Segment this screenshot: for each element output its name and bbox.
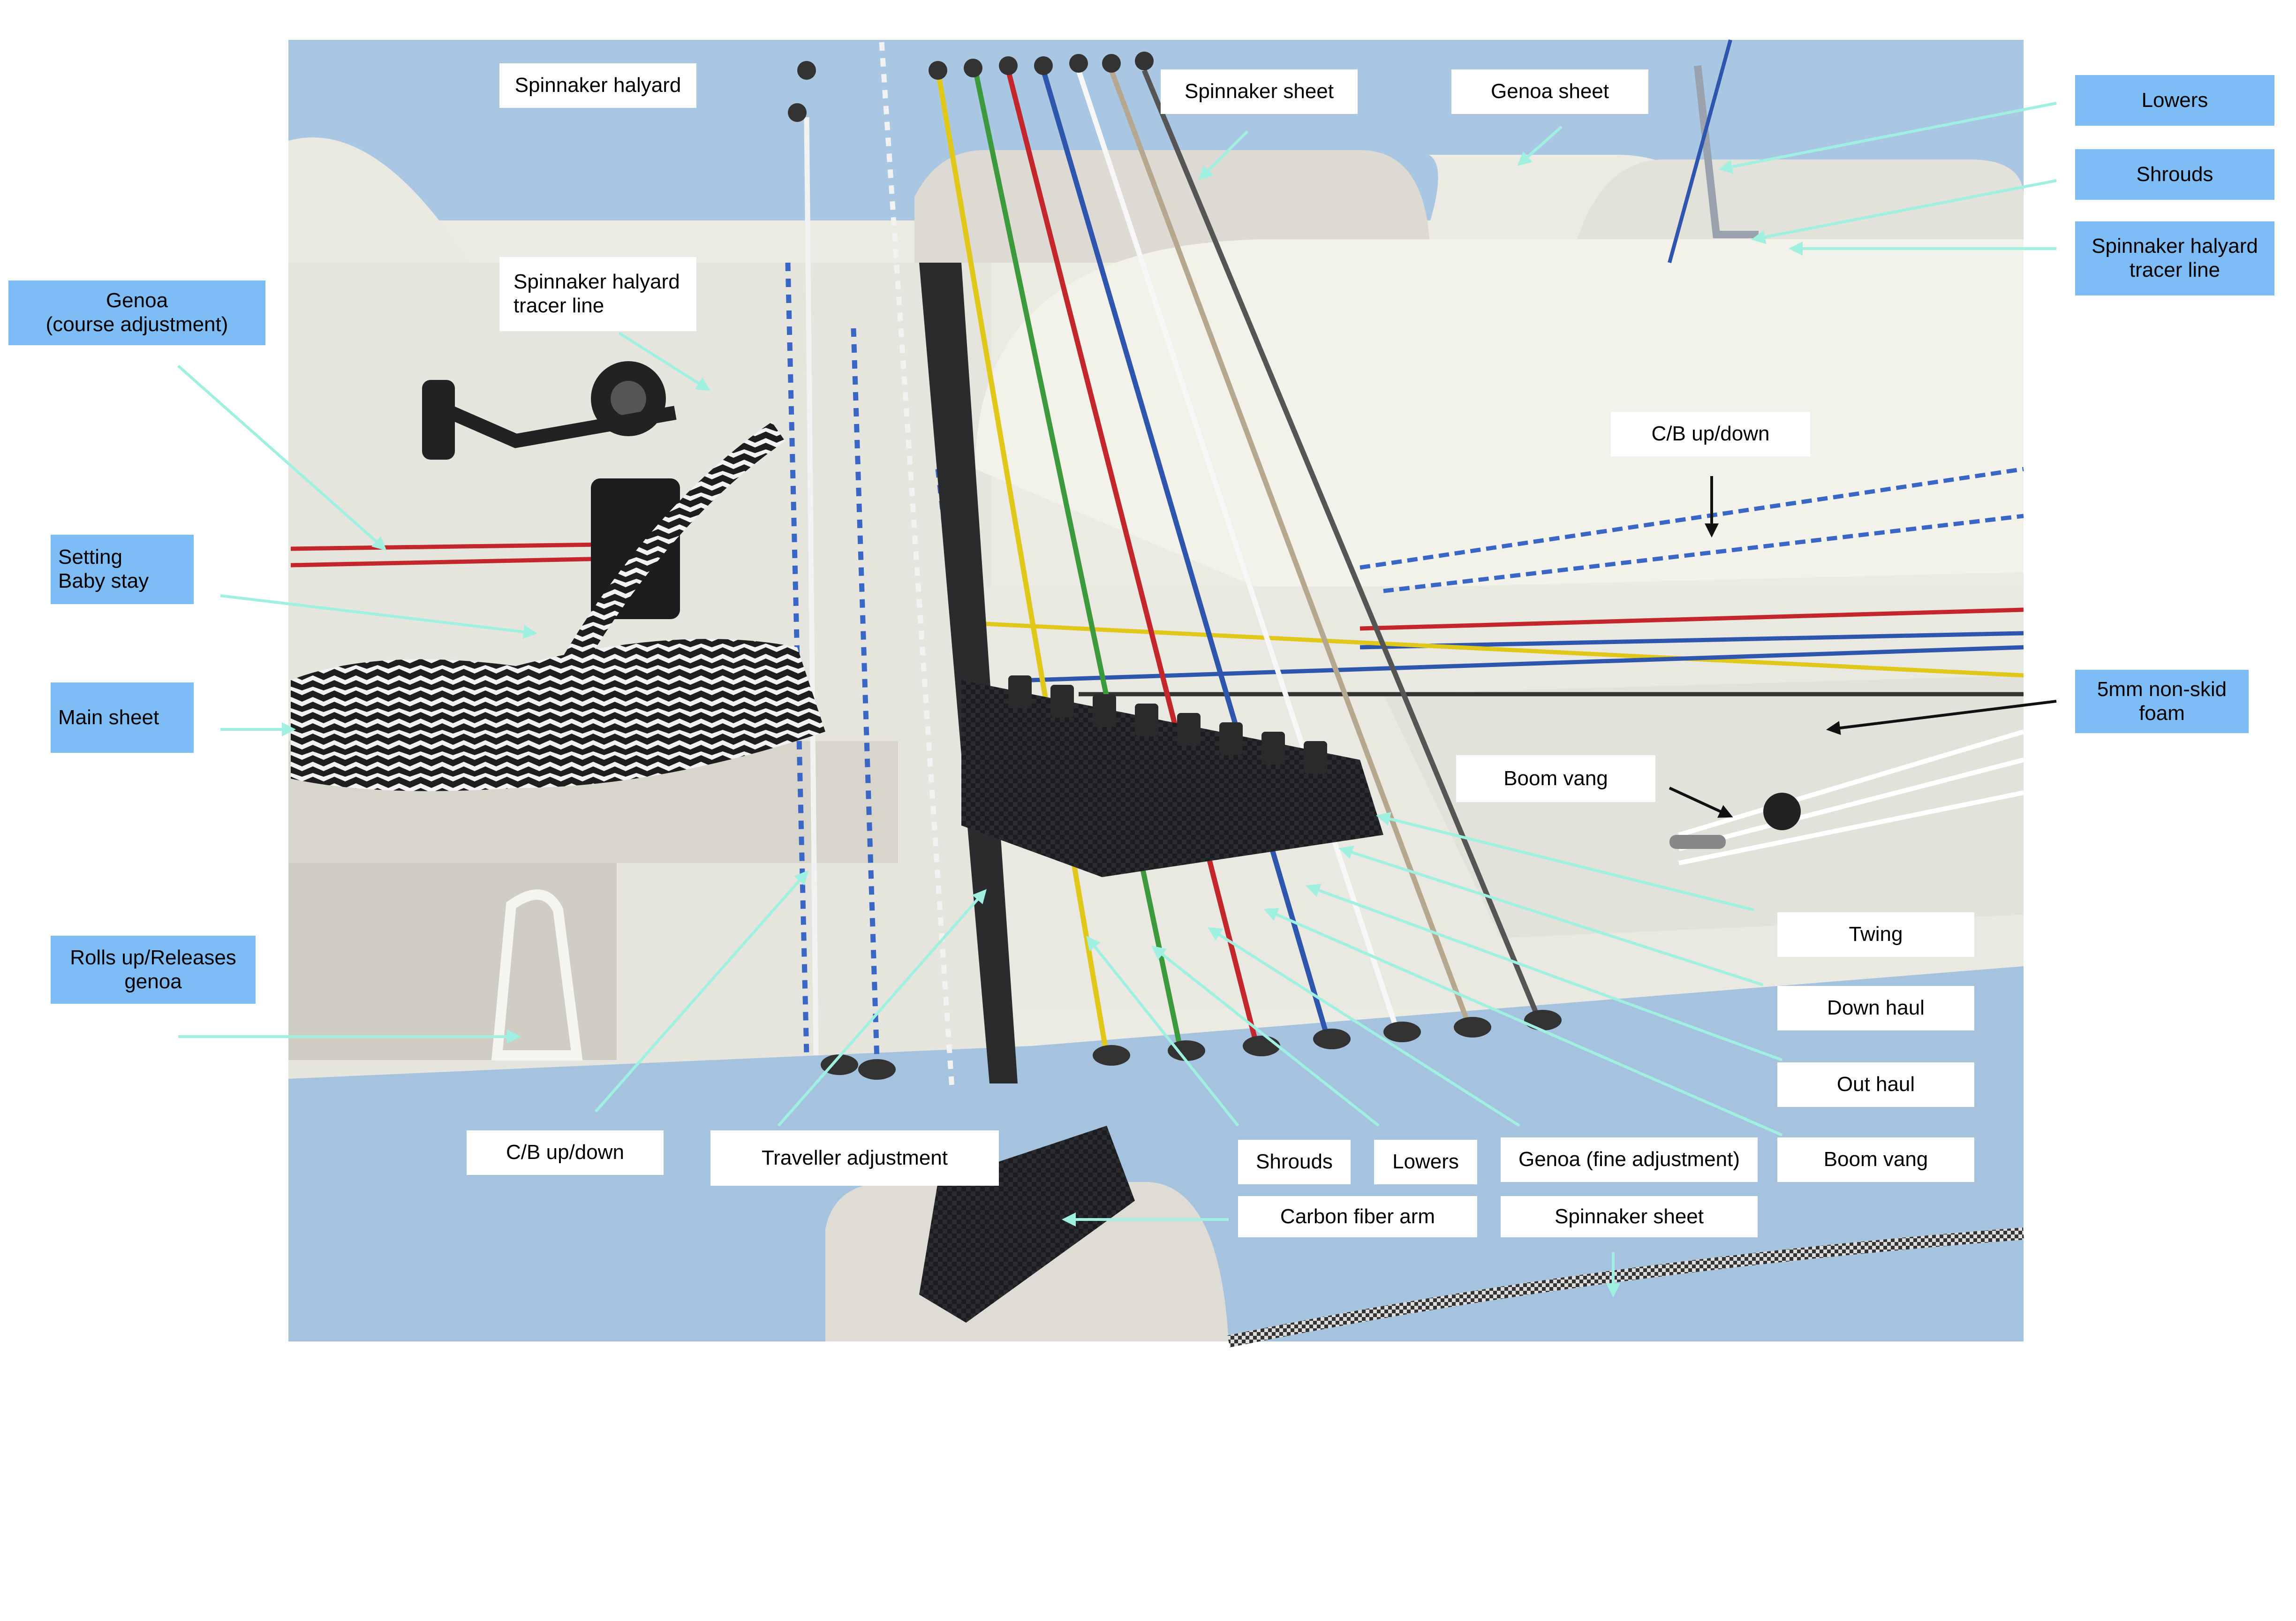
mast-track (919, 263, 1018, 1083)
upper-hull-cutout-mid (914, 150, 1430, 263)
label-traveller-adjustment: Traveller adjustment (710, 1130, 999, 1186)
label-rolls-up-releases: Rolls up/Releases genoa (51, 936, 256, 1004)
label-lowers-right: Lowers (2075, 75, 2274, 126)
label-carbon-fiber-arm: Carbon fiber arm (1238, 1196, 1477, 1237)
label-boom-vang-bottom: Boom vang (1777, 1137, 1974, 1182)
hull-rope (1227, 1227, 2024, 1348)
label-genoa-course: Genoa (course adjustment) (8, 280, 265, 345)
label-out-haul: Out haul (1777, 1062, 1974, 1107)
label-lowers-bottom: Lowers (1374, 1140, 1477, 1184)
label-five-mm-foam: 5mm non-skid foam (2075, 670, 2249, 733)
photo-content (288, 39, 2024, 1348)
cleat-row (1008, 675, 1327, 774)
label-main-sheet: Main sheet (51, 682, 194, 753)
label-spinnaker-halyard-top: Spinnaker halyard (499, 63, 696, 108)
label-shrouds-bottom: Shrouds (1238, 1140, 1351, 1184)
label-down-haul: Down haul (1777, 986, 1974, 1030)
label-genoa-fine: Genoa (fine adjustment) (1501, 1137, 1758, 1182)
main-sheet-tail (552, 422, 785, 686)
shroud-fitting (1694, 65, 1759, 238)
label-spinnaker-sheet-bottom: Spinnaker sheet (1501, 1196, 1758, 1237)
label-cb-updown-top: C/B up/down (1611, 412, 1810, 456)
cleat-bank (961, 680, 1383, 877)
running-lines (290, 467, 2024, 865)
label-spinnaker-halyard-tracer-left: Spinnaker halyard tracer line (499, 257, 696, 331)
label-twing: Twing (1777, 912, 1974, 957)
label-cb-updown-bottom: C/B up/down (467, 1130, 664, 1175)
shroud-wire (1668, 39, 1732, 264)
upper-hull-cutout-left (288, 137, 469, 263)
label-setting-baby-stay: Setting Baby stay (51, 535, 194, 604)
main-sheet-coil (291, 639, 825, 791)
label-spinnaker-halyard-tracer-right: Spinnaker halyard tracer line (2075, 221, 2274, 295)
upper-fairleads (788, 52, 1154, 122)
label-spinnaker-sheet-top: Spinnaker sheet (1161, 69, 1358, 114)
genoa-loop (491, 889, 583, 1060)
label-boom-vang-mid: Boom vang (1456, 755, 1655, 802)
label-genoa-sheet-top: Genoa sheet (1451, 69, 1648, 114)
label-shrouds-right: Shrouds (2075, 149, 2274, 200)
centerboard-case (975, 239, 2024, 591)
